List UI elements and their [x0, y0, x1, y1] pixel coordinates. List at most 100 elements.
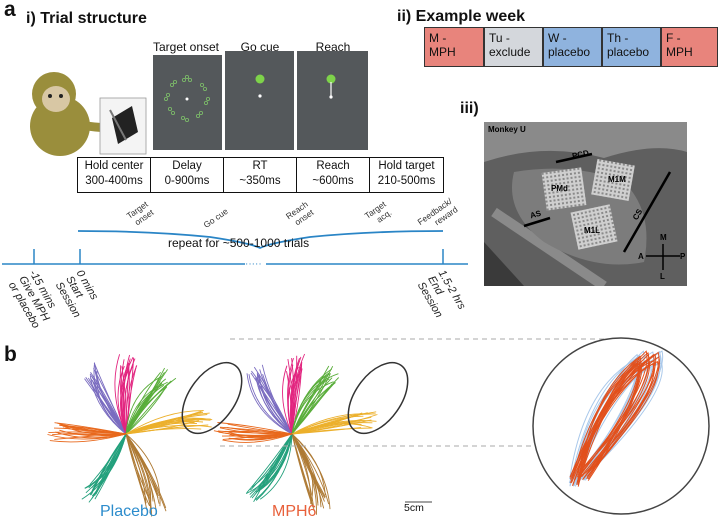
trajectory-line — [258, 433, 293, 492]
trajectory-line — [262, 374, 293, 435]
trajectory-line — [88, 433, 127, 489]
timeline-label-minus15: -15 mins Give MPH or placebo — [5, 268, 59, 331]
phase-hold-center: Hold center 300-400ms — [77, 157, 151, 193]
compass-p: P — [680, 252, 686, 261]
trajectory-line — [291, 423, 373, 435]
trajectory-line — [125, 433, 148, 510]
reach-cursor — [326, 74, 336, 99]
trajectory-line — [59, 429, 127, 437]
trajectory-line — [125, 433, 153, 517]
trajectory-line — [125, 410, 204, 435]
week-day: Tu - — [489, 31, 510, 45]
monkey-illustration — [30, 72, 147, 156]
mph-label: MPH6 — [272, 503, 317, 520]
phase-hold-target: Hold target 210-500ms — [369, 157, 444, 193]
phase-rt: RT ~350ms — [223, 157, 297, 193]
zoom-region-placebo — [181, 361, 243, 435]
panel-letter-b: b — [4, 343, 17, 366]
trajectory-line — [291, 433, 326, 498]
trajectory-line — [291, 413, 372, 435]
phase-duration: 0-900ms — [164, 175, 210, 187]
timeline-graphic: ····· — [2, 230, 468, 270]
compass-l: L — [660, 272, 665, 281]
phase-duration: ~350ms — [239, 175, 281, 187]
week-monday: M - MPH — [424, 27, 484, 67]
scale-label: 5cm — [404, 502, 424, 514]
trajectory-line — [291, 414, 360, 435]
screen-reach — [297, 51, 368, 150]
trajectory-line — [291, 368, 333, 435]
trajectory-line — [290, 360, 300, 435]
trajectory-line — [90, 433, 127, 495]
monkey-label: Monkey U — [488, 125, 526, 134]
week-condition: placebo — [607, 45, 650, 59]
trajectory-line — [125, 372, 161, 435]
phase-delay: Delay 0-900ms — [150, 157, 224, 193]
trajectory-line — [257, 373, 293, 435]
trajectory-line — [125, 433, 147, 504]
phase-duration: ~600ms — [312, 175, 354, 187]
trajectory-line — [248, 374, 293, 435]
week-condition: MPH — [666, 45, 693, 59]
week-friday: F - MPH — [661, 27, 718, 67]
trajectory-line — [291, 415, 364, 435]
week-day: Th - — [607, 31, 629, 45]
label-m1l: M1L — [584, 226, 600, 235]
trajectories-zoom — [568, 350, 664, 487]
label-m1m: M1M — [608, 175, 626, 184]
trajectories-mph — [213, 353, 378, 515]
phase-duration: 210-500ms — [377, 175, 436, 187]
timeline-ellipsis: ····· — [245, 259, 262, 270]
phase-name: Delay — [172, 160, 202, 172]
trajectory-line — [54, 433, 127, 440]
zoom-trajectory-line — [576, 355, 642, 485]
placebo-label: Placebo — [100, 503, 158, 520]
trajectory-line — [291, 382, 335, 435]
target-ring-dots — [163, 74, 211, 123]
trajectory-line — [125, 433, 161, 507]
zoom-trajectory-line — [572, 352, 650, 486]
phase-name: Reach — [316, 160, 350, 172]
label-pmd: PMd — [551, 184, 568, 193]
trajectory-line — [93, 362, 127, 435]
trajectory-line — [92, 433, 127, 491]
trajectory-line — [125, 383, 164, 435]
trajectory-line — [125, 433, 167, 509]
zoom-trajectory-line — [577, 360, 659, 480]
array-photo: Monkey U PCD PMd M1M AS CS M1L M A P L — [484, 122, 687, 286]
trajectory-line — [249, 433, 293, 491]
trajectory-line — [121, 368, 130, 435]
trajectory-line — [124, 358, 136, 435]
week-day: F - — [666, 31, 681, 45]
trajectory-line — [227, 423, 293, 435]
trajectory-line — [222, 433, 293, 440]
phase-name: RT — [252, 160, 268, 172]
trajectory-line — [259, 433, 293, 500]
trajectory-line — [291, 433, 319, 506]
trajectory-line — [287, 357, 294, 435]
trajectory-line — [125, 411, 204, 435]
trajectory-line — [217, 422, 293, 435]
trajectory-line — [229, 433, 293, 439]
week-day: W - — [548, 31, 567, 45]
trajectory-line — [249, 433, 293, 498]
trajectory-line — [291, 433, 314, 508]
trajectory-line — [282, 365, 293, 435]
brain-surface — [484, 122, 687, 286]
trajectory-line — [291, 358, 295, 435]
trajectories-placebo — [47, 354, 213, 517]
week-condition: exclude — [489, 45, 531, 59]
compass-a: A — [638, 252, 644, 261]
trial-structure-title: i) Trial structure — [26, 10, 147, 27]
example-week-title: ii) Example week — [397, 8, 526, 25]
week-thursday: Th - placebo — [602, 27, 661, 67]
screen-go-cue — [225, 51, 294, 150]
trajectory-line — [89, 375, 127, 435]
week-condition: placebo — [548, 45, 591, 59]
trajectory-line — [258, 374, 293, 435]
array-photo-title: iii) — [460, 100, 479, 117]
panel-letter-a: a — [4, 0, 16, 21]
trajectory-line — [91, 379, 127, 435]
phase-name: Hold target — [378, 160, 435, 172]
trajectory-line — [245, 433, 293, 495]
